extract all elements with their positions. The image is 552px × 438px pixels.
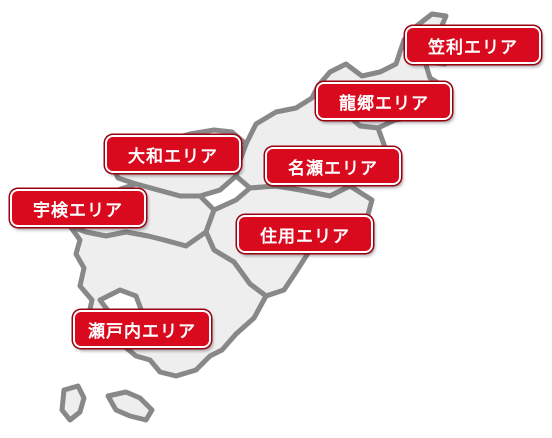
southern-island-west [59,383,87,423]
yamato-area-label[interactable]: 大和エリア [105,135,241,173]
southern-island-east [105,389,155,423]
nase-area-label[interactable]: 名瀬エリア [265,147,401,185]
sumiyo-area-label[interactable]: 住用エリア [237,215,373,253]
uken-area-label[interactable]: 宇検エリア [10,189,146,227]
tatsugo-area-label[interactable]: 龍郷エリア [316,82,452,120]
kasari-area-label[interactable]: 笠利エリア [405,26,541,64]
setouchi-area-label[interactable]: 瀬戸内エリア [73,310,211,348]
